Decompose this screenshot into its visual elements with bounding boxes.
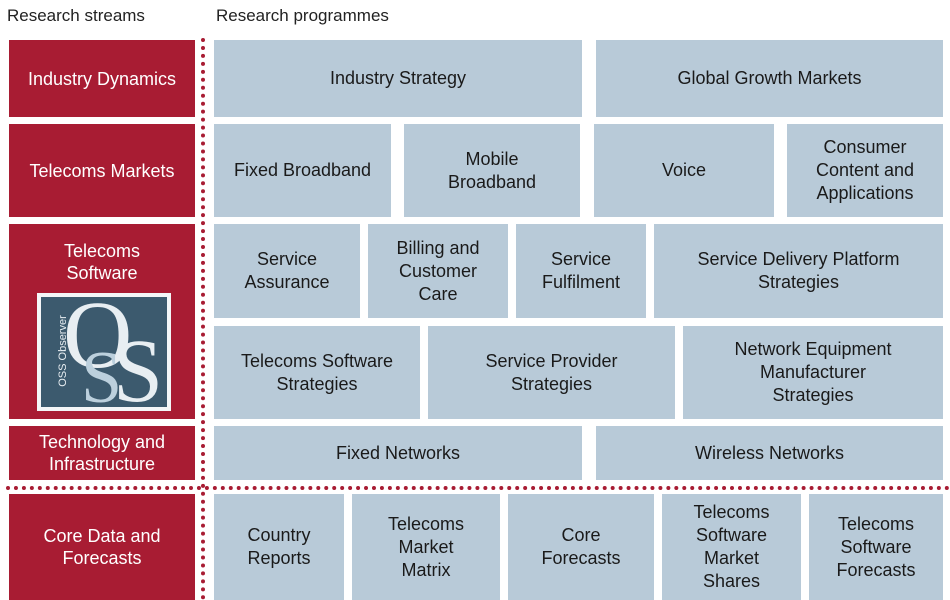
oss-observer-logo: OSS Observer O S S — [37, 293, 171, 411]
prog-consumer-content: Consumer Content and Applications — [787, 124, 943, 217]
prog-ts-market-shares: Telecoms Software Market Shares — [662, 494, 801, 600]
prog-fixed-broadband: Fixed Broadband — [214, 124, 391, 217]
prog-billing-customer-care: Billing and Customer Care — [368, 224, 508, 318]
prog-telecoms-market-matrix: Telecoms Market Matrix — [352, 494, 500, 600]
prog-core-forecasts: Core Forecasts — [508, 494, 654, 600]
prog-sdp-strategies: Service Delivery Platform Strategies — [654, 224, 943, 318]
logo-letter-s-large: S — [113, 322, 164, 408]
programmes-header: Research programmes — [216, 6, 389, 25]
prog-ts-forecasts: Telecoms Software Forecasts — [809, 494, 943, 600]
prog-service-provider-strategies: Service Provider Strategies — [428, 326, 675, 419]
horizontal-dotted-divider — [6, 486, 950, 490]
prog-country-reports: Country Reports — [214, 494, 344, 600]
stream-industry-dynamics: Industry Dynamics — [9, 40, 195, 117]
prog-global-growth-markets: Global Growth Markets — [596, 40, 943, 117]
stream-core-data: Core Data and Forecasts — [9, 494, 195, 600]
streams-header: Research streams — [7, 6, 145, 25]
logo-letter-o: O — [63, 297, 133, 388]
stream-technology-infrastructure: Technology and Infrastructure — [9, 426, 195, 480]
logo-letter-s-small: S — [81, 337, 123, 407]
stream-telecoms-markets: Telecoms Markets — [9, 124, 195, 217]
prog-mobile-broadband: Mobile Broadband — [404, 124, 580, 217]
prog-industry-strategy: Industry Strategy — [214, 40, 582, 117]
prog-wireless-networks: Wireless Networks — [596, 426, 943, 480]
prog-service-assurance: Service Assurance — [214, 224, 360, 318]
prog-fixed-networks: Fixed Networks — [214, 426, 582, 480]
vertical-dotted-divider — [201, 38, 205, 600]
prog-voice: Voice — [594, 124, 774, 217]
prog-service-fulfilment: Service Fulfilment — [516, 224, 646, 318]
prog-nem-strategies: Network Equipment Manufacturer Strategie… — [683, 326, 943, 419]
prog-telecoms-software-strategies: Telecoms Software Strategies — [214, 326, 420, 419]
